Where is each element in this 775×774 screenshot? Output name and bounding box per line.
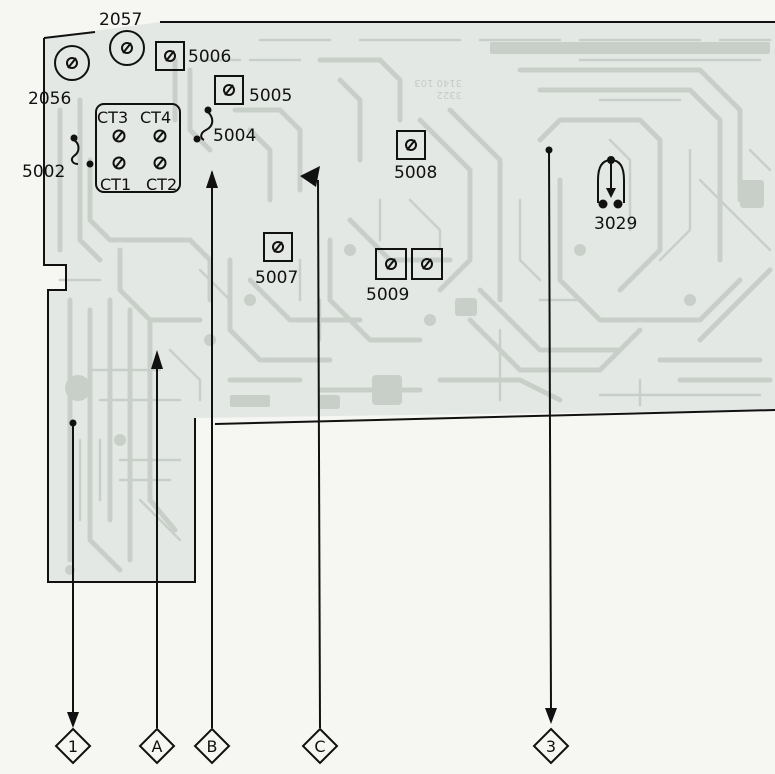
- testpoint-1[interactable]: 1: [54, 727, 92, 765]
- label-2056: 2056: [28, 89, 71, 109]
- pointer-3: [545, 146, 557, 724]
- pointer-b: [206, 170, 218, 728]
- testpoint-b-label: B: [207, 737, 218, 756]
- label-5006: 5006: [188, 47, 231, 67]
- pointer-1: [67, 419, 79, 728]
- label-5007: 5007: [255, 268, 298, 288]
- link-5004[interactable]: 5004: [193, 106, 257, 147]
- testpoint-3[interactable]: 3: [532, 727, 570, 765]
- coil-5005[interactable]: 5005: [214, 75, 292, 106]
- trimmer-block-ct: CT3 CT4 CT1 CT2: [95, 103, 181, 194]
- testpoint-a[interactable]: A: [138, 727, 176, 765]
- trimmer-2056[interactable]: 2056: [28, 45, 90, 109]
- testpoint-a-label: A: [152, 737, 163, 756]
- coil-5008[interactable]: 5008: [394, 130, 437, 183]
- label-5004: 5004: [213, 126, 256, 146]
- coil-5007[interactable]: 5007: [255, 232, 298, 288]
- trimmer-ct4[interactable]: [153, 129, 167, 143]
- mirrored-print-line1: 3322: [437, 89, 462, 100]
- pointer-a: [151, 350, 163, 728]
- testpoint-3-label: 3: [546, 737, 556, 756]
- label-5002: 5002: [22, 162, 65, 182]
- label-5008: 5008: [394, 163, 437, 183]
- trimmer-ct3[interactable]: [112, 129, 126, 143]
- mirrored-print-line2: 3140 103: [414, 77, 462, 88]
- testpoint-c[interactable]: C: [301, 727, 339, 765]
- coil-5009[interactable]: 5009: [366, 248, 443, 305]
- label-ct3: CT3: [97, 108, 128, 127]
- pointer-c: [300, 166, 321, 729]
- label-ct4: CT4: [140, 108, 171, 127]
- trimmer-2057[interactable]: 2057: [99, 10, 145, 66]
- testpoint-1-label: 1: [68, 737, 78, 756]
- coil-5006[interactable]: 5006: [155, 41, 231, 71]
- testpoint-c-label: C: [314, 737, 325, 756]
- trimmer-ct2[interactable]: [153, 156, 167, 170]
- label-ct2: CT2: [146, 175, 177, 194]
- potentiometer-3029[interactable]: 3029: [594, 156, 637, 234]
- pcb-board: [44, 22, 775, 582]
- board-outline: [43, 21, 775, 583]
- link-5002[interactable]: 5002: [22, 134, 94, 183]
- testpoint-b[interactable]: B: [193, 727, 231, 765]
- label-5005: 5005: [249, 86, 292, 106]
- trimmer-ct1[interactable]: [112, 156, 126, 170]
- label-3029: 3029: [594, 214, 637, 234]
- label-2057: 2057: [99, 10, 142, 30]
- label-ct1: CT1: [100, 175, 131, 194]
- label-5009: 5009: [366, 285, 409, 305]
